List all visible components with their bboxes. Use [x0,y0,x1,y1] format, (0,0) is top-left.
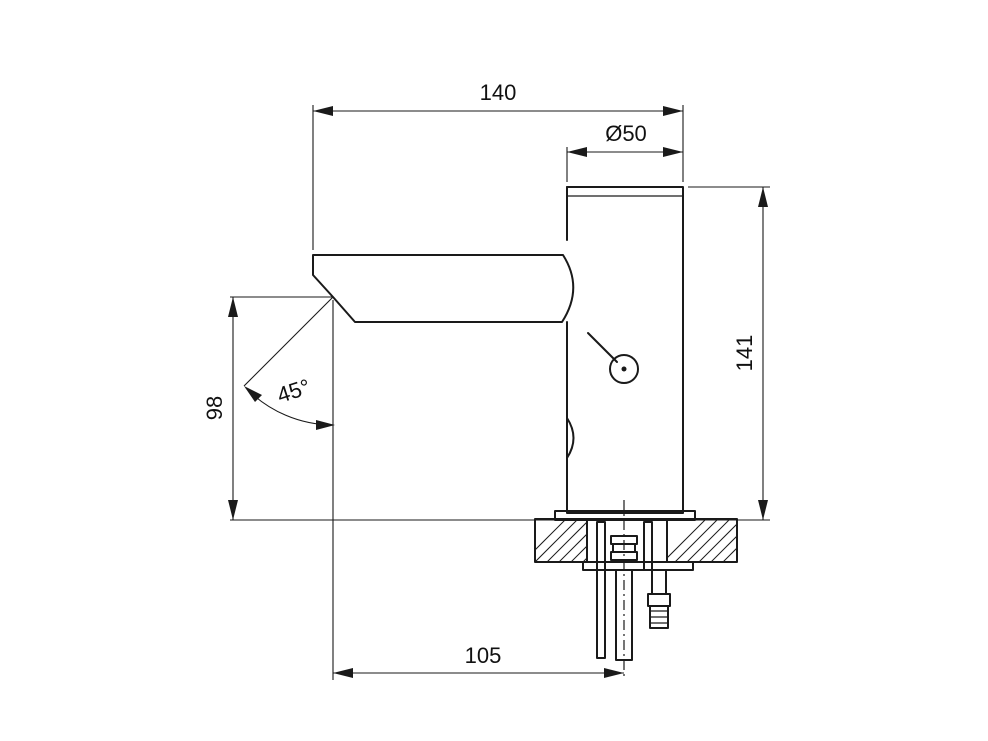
dimension-label-angle: 45° [274,374,313,408]
spout [312,254,575,323]
dimension-overall-length: 140 [313,80,683,116]
sensor-window [566,417,575,459]
lever-handle [587,332,639,384]
dimension-spout-height: 98 [202,297,238,520]
dimension-label-diameter: Ø50 [605,121,647,146]
dimension-label-141: 141 [732,335,757,372]
faucet-body [566,186,684,514]
supply-connections [596,500,671,680]
dimension-body-diameter: Ø50 [567,121,683,157]
dimension-label-105: 105 [465,643,502,668]
dimension-label-98: 98 [202,396,227,420]
dimension-spout-angle: 45° [244,374,335,430]
extension-lines [230,105,770,680]
dimension-body-height: 141 [732,187,768,520]
dimension-axis-distance: 105 [333,643,624,678]
dimension-label-140: 140 [480,80,517,105]
